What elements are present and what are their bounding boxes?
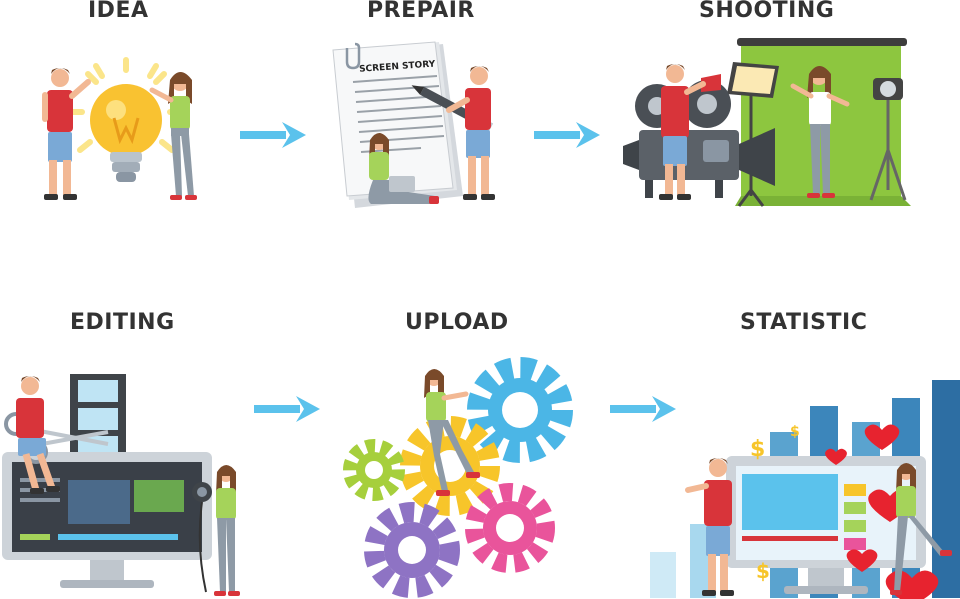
arrow-right-icon xyxy=(240,122,306,148)
step-title: SHOOTING xyxy=(699,0,835,23)
step-prepair: PREPAIR SCREEN STORY xyxy=(325,0,515,215)
woman-figure xyxy=(424,369,480,496)
shooting-illustration xyxy=(623,38,911,207)
editing-illustration xyxy=(2,374,240,596)
step-title: PREPAIR xyxy=(367,0,475,23)
softbox-light-icon xyxy=(727,62,779,207)
lightbulb-icon xyxy=(90,84,162,182)
step-statistic: STATISTIC xyxy=(646,306,960,599)
film-strip-icon xyxy=(70,374,126,464)
step-title: IDEA xyxy=(88,0,149,23)
woman-figure xyxy=(890,463,952,595)
step-title: STATISTIC xyxy=(740,310,868,335)
man-figure xyxy=(659,64,706,200)
step-editing: EDITING xyxy=(0,306,250,599)
arrow-right-icon xyxy=(610,396,676,422)
woman-figure xyxy=(214,465,240,596)
man-figure xyxy=(685,458,734,596)
svg-text:$: $ xyxy=(756,559,770,583)
red-flag-icon xyxy=(701,74,721,92)
gear-blue-icon xyxy=(467,357,573,463)
gear-green-icon xyxy=(343,439,405,501)
spotlight-icon xyxy=(869,78,907,201)
screen-story-paper xyxy=(332,41,463,208)
prepair-illustration: SCREEN STORY xyxy=(332,41,495,208)
step-title: EDITING xyxy=(70,310,175,335)
microphone-icon xyxy=(192,482,212,593)
woman-figure xyxy=(790,66,850,198)
man-figure xyxy=(16,376,60,494)
svg-text:$: $ xyxy=(750,437,765,462)
idea-illustration xyxy=(42,57,197,200)
gear-purple-icon xyxy=(364,502,460,598)
step-upload: UPLOAD xyxy=(340,306,580,599)
man-figure xyxy=(42,68,91,200)
woman-figure xyxy=(149,72,197,200)
statistic-illustration: $ $ $ xyxy=(650,380,960,599)
gear-pink-icon xyxy=(465,483,555,573)
step-shooting: SHOOTING xyxy=(615,0,915,215)
woman-with-laptop xyxy=(368,133,439,204)
monitor-icon xyxy=(2,452,212,588)
step-idea: IDEA xyxy=(30,0,210,215)
dollar-icon: $ $ $ xyxy=(750,424,800,583)
arrow-right-icon xyxy=(534,122,600,148)
svg-text:$: $ xyxy=(790,424,800,440)
arrow-right-icon xyxy=(254,396,320,422)
upload-illustration xyxy=(343,357,573,598)
man-figure xyxy=(446,66,495,200)
step-title: UPLOAD xyxy=(405,310,509,335)
